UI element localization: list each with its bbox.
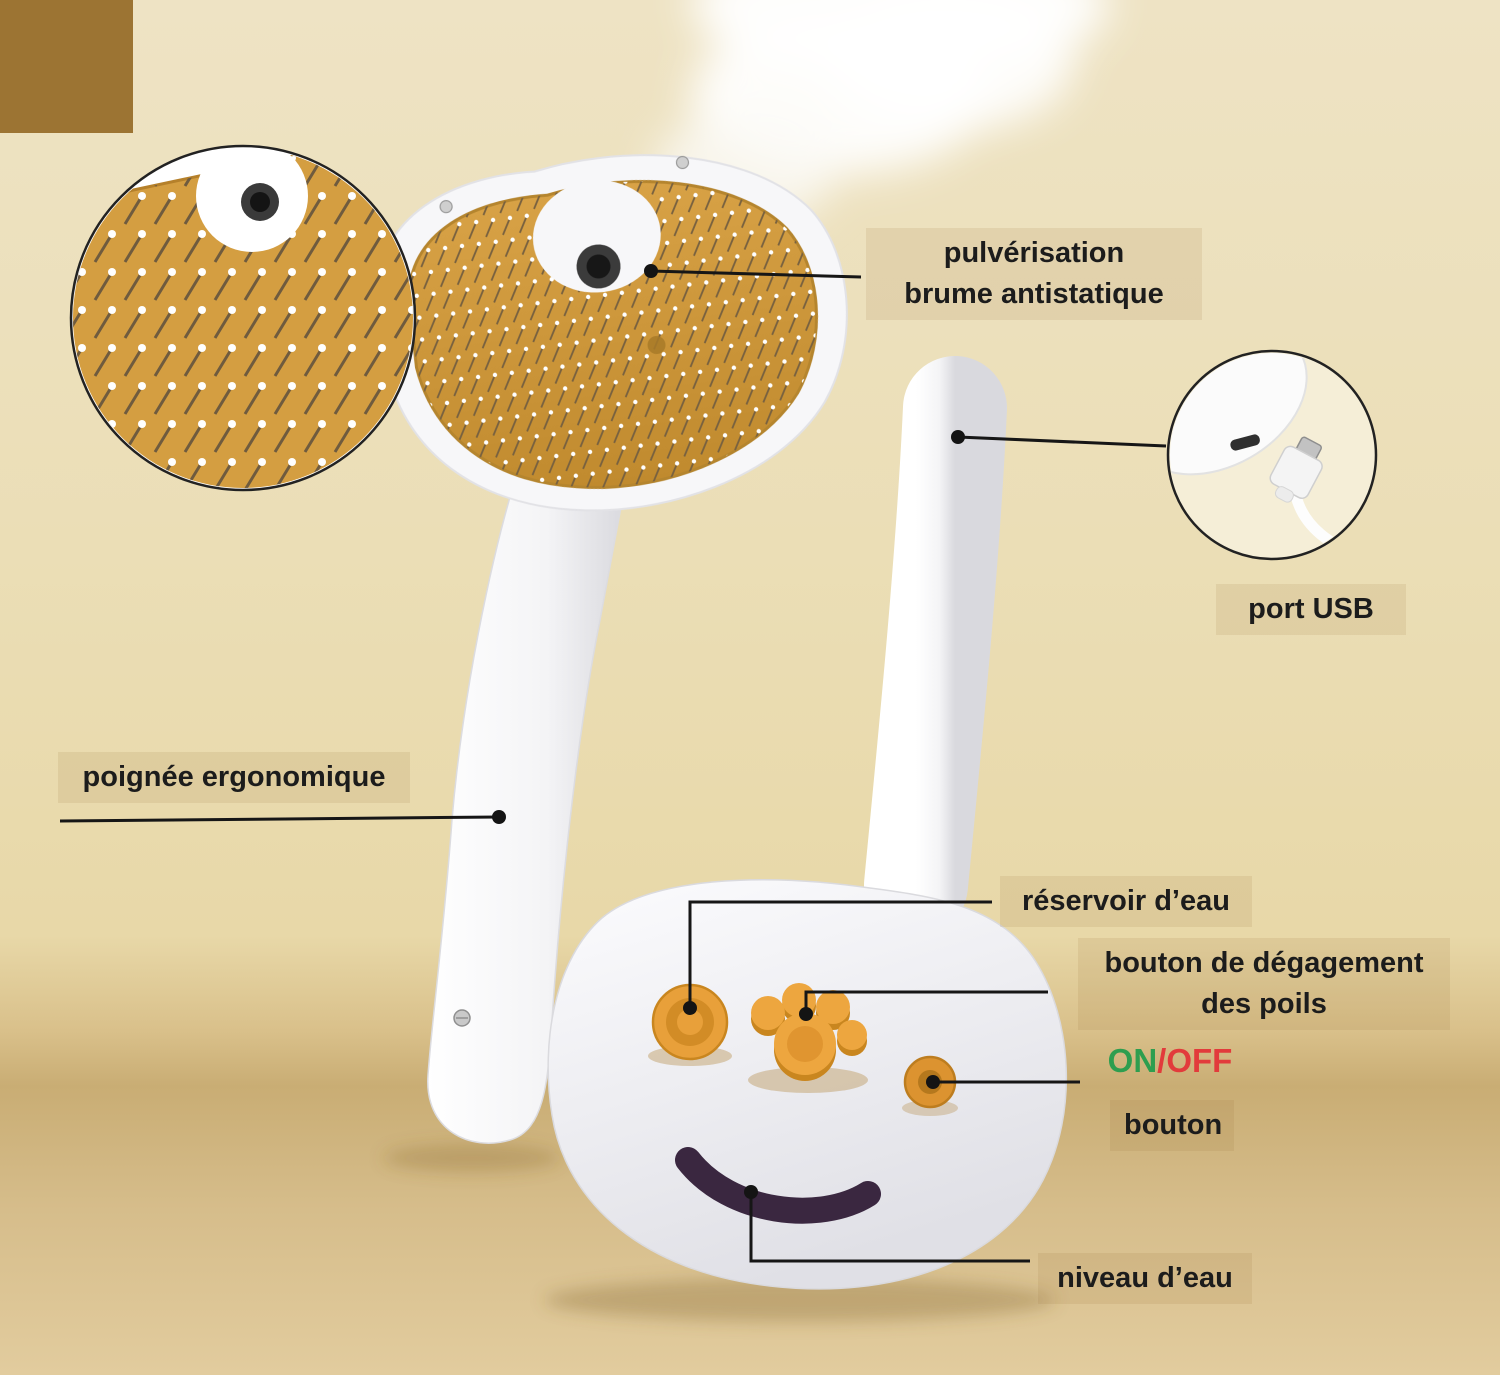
- callout-line-handle: [59, 815, 500, 823]
- pad-hole: [647, 336, 666, 355]
- label-release-line2: des poils: [1201, 988, 1327, 1021]
- label-water-level: niveau d’eau: [1038, 1253, 1252, 1305]
- front-brush-handle: [427, 469, 627, 1144]
- label-usb-text: port USB: [1248, 593, 1374, 625]
- label-release-line1: bouton de dégagement: [1104, 947, 1424, 979]
- dot-power: [926, 1075, 940, 1089]
- ground-shadows: [384, 1144, 1055, 1322]
- magnified-nozzle-hole: [250, 192, 270, 212]
- magnifier-detail-circle: [69, 144, 417, 492]
- dot-level: [744, 1185, 758, 1199]
- label-usb-port: port USB: [1216, 584, 1406, 636]
- label-on-text: ON: [1107, 1042, 1158, 1079]
- label-off-text: OFF: [1166, 1042, 1233, 1079]
- dot-handle: [492, 810, 506, 824]
- head-screw-1: [439, 200, 453, 214]
- callout-line-reservoir: [688, 900, 992, 1008]
- water-tank-cap-button: [648, 983, 732, 1066]
- dot-usb: [951, 430, 965, 444]
- label-spray-mist: pulvérisation brume antistatique: [866, 228, 1202, 321]
- dot-spray: [644, 264, 658, 278]
- dot-reservoir: [683, 1001, 697, 1015]
- dot-release: [799, 1007, 813, 1021]
- label-water-tank: réservoir d’eau: [1000, 876, 1252, 928]
- label-hair-release-button: bouton de dégagement des poils: [1078, 938, 1450, 1031]
- label-on-off: ON/OFF: [1090, 1033, 1250, 1090]
- spray-nozzle-hole: [586, 254, 611, 279]
- usb-detail-circle: [1166, 349, 1378, 561]
- accent-square: [0, 0, 133, 133]
- callout-lines: [59, 269, 1167, 1263]
- water-level-window: [675, 1147, 881, 1224]
- front-brush-head: [377, 154, 848, 512]
- back-brush: [547, 356, 1068, 1290]
- callout-dots: [492, 264, 965, 1199]
- label-handle-text: poignée ergonomique: [82, 761, 386, 793]
- label-power-button: bouton: [1110, 1100, 1234, 1152]
- label-onoff-slash: /: [1157, 1042, 1167, 1079]
- callout-line-spray: [650, 269, 862, 279]
- label-spray-line1: pulvérisation: [943, 237, 1125, 269]
- head-screw-2: [675, 155, 690, 170]
- callout-line-usb: [957, 435, 1167, 448]
- back-brush-handle: [864, 356, 1007, 937]
- nozzle-plate: [532, 180, 661, 293]
- label-spray-line2: brume antistatique: [904, 278, 1164, 311]
- label-button-text: bouton: [1124, 1109, 1223, 1141]
- back-brush-body: [547, 879, 1068, 1290]
- label-reservoir-text: réservoir d’eau: [1022, 885, 1230, 917]
- callout-line-release: [804, 990, 1048, 1014]
- hair-release-paw-button: [748, 983, 868, 1093]
- usb-connector: [1269, 436, 1323, 503]
- usb-socket: [1230, 434, 1260, 451]
- label-level-text: niveau d’eau: [1057, 1262, 1233, 1294]
- front-brush: [377, 154, 848, 1144]
- label-ergonomic-handle: poignée ergonomique: [58, 752, 410, 804]
- brush-pins: [397, 159, 836, 510]
- callout-line-level: [749, 1192, 1030, 1263]
